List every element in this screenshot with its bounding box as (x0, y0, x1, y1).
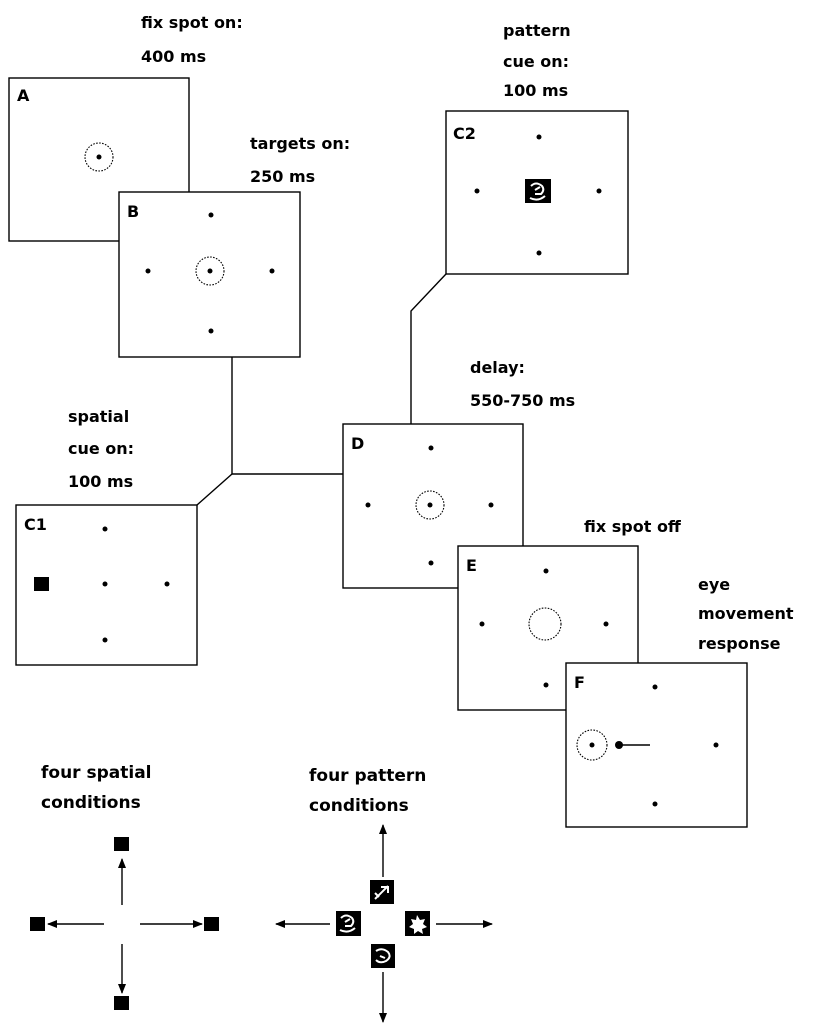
spatial-cue-label-2: cue on: (68, 439, 134, 458)
target-bottom-icon (652, 801, 658, 807)
pattern-bottom-icon (371, 944, 395, 968)
target-top-icon (652, 684, 658, 690)
target-bottom-icon (428, 560, 434, 566)
pattern-conditions-cross (275, 824, 493, 1023)
target-bottom-icon (543, 682, 549, 688)
target-top-icon (536, 134, 542, 140)
pattern-cue-icon (525, 179, 551, 203)
fix-spot-off-label: fix spot off (584, 517, 682, 536)
panel-c2: C2 (445, 110, 629, 275)
panel-b: B (118, 191, 301, 358)
target-top-icon (208, 212, 214, 218)
spatial-cue-label-1: spatial (68, 407, 129, 426)
panel-c1-label: C1 (24, 515, 47, 534)
connector-c2-d (410, 273, 447, 424)
fixation-window-icon (195, 256, 225, 286)
eye-movement-label-2: movement (698, 604, 794, 623)
target-left-icon (474, 188, 480, 194)
fixation-spot-icon (102, 581, 108, 587)
pattern-top-icon (370, 880, 394, 904)
fix-spot-on-duration: 400 ms (141, 47, 206, 66)
pattern-right-icon (405, 911, 430, 936)
panel-b-label: B (127, 202, 139, 221)
panel-d-label: D (351, 434, 364, 453)
connector-c1-d (196, 473, 233, 506)
target-top-icon (102, 526, 108, 532)
pattern-cue-label-2: cue on: (503, 52, 569, 71)
fixation-window-icon (576, 729, 608, 761)
panel-f-label: F (574, 673, 585, 692)
spatial-cue-square-icon (34, 577, 49, 591)
pattern-left-icon (336, 911, 361, 936)
delay-duration: 550-750 ms (470, 391, 575, 410)
pattern-cue-label-1: pattern (503, 21, 571, 40)
fixation-window-icon (528, 607, 562, 641)
panel-e-label: E (466, 556, 477, 575)
spatial-square-bottom-icon (114, 996, 129, 1010)
panel-c2-label: C2 (453, 124, 476, 143)
target-bottom-icon (536, 250, 542, 256)
eye-movement-label-3: response (698, 634, 781, 653)
spatial-square-right-icon (204, 917, 219, 931)
spatial-cue-duration: 100 ms (68, 472, 133, 491)
spatial-conditions-cross (30, 837, 219, 1010)
delay-label: delay: (470, 358, 525, 377)
four-spatial-label-2: conditions (41, 793, 141, 813)
panel-f: F (565, 662, 748, 828)
panel-c1: C1 (15, 504, 198, 666)
four-pattern-label-1: four pattern (309, 766, 426, 786)
target-left-icon (365, 502, 371, 508)
four-spatial-label-1: four spatial (41, 763, 152, 783)
target-right-icon (603, 621, 609, 627)
four-pattern-label-2: conditions (309, 796, 409, 816)
target-top-icon (428, 445, 434, 451)
fixation-window-icon (415, 490, 445, 520)
pattern-cue-duration: 100 ms (503, 81, 568, 100)
target-bottom-icon (208, 328, 214, 334)
target-right-icon (164, 581, 170, 587)
fix-spot-on-label: fix spot on: (141, 13, 243, 32)
target-left-icon (145, 268, 151, 274)
fixation-spot-icon (96, 154, 102, 160)
target-right-icon (488, 502, 494, 508)
target-left-icon (589, 742, 595, 748)
target-top-icon (543, 568, 549, 574)
fixation-spot-icon (207, 268, 213, 274)
target-right-icon (269, 268, 275, 274)
panel-a-label: A (17, 86, 30, 105)
eye-position-icon (615, 741, 623, 749)
spatial-square-top-icon (114, 837, 129, 851)
target-right-icon (713, 742, 719, 748)
target-left-icon (479, 621, 485, 627)
fixation-window-icon (84, 142, 114, 172)
target-bottom-icon (102, 637, 108, 643)
targets-on-label: targets on: (250, 134, 350, 153)
eye-movement-label-1: eye (698, 575, 730, 594)
targets-on-duration: 250 ms (250, 167, 315, 186)
fixation-spot-icon (427, 502, 433, 508)
target-right-icon (596, 188, 602, 194)
spatial-square-left-icon (30, 917, 45, 931)
